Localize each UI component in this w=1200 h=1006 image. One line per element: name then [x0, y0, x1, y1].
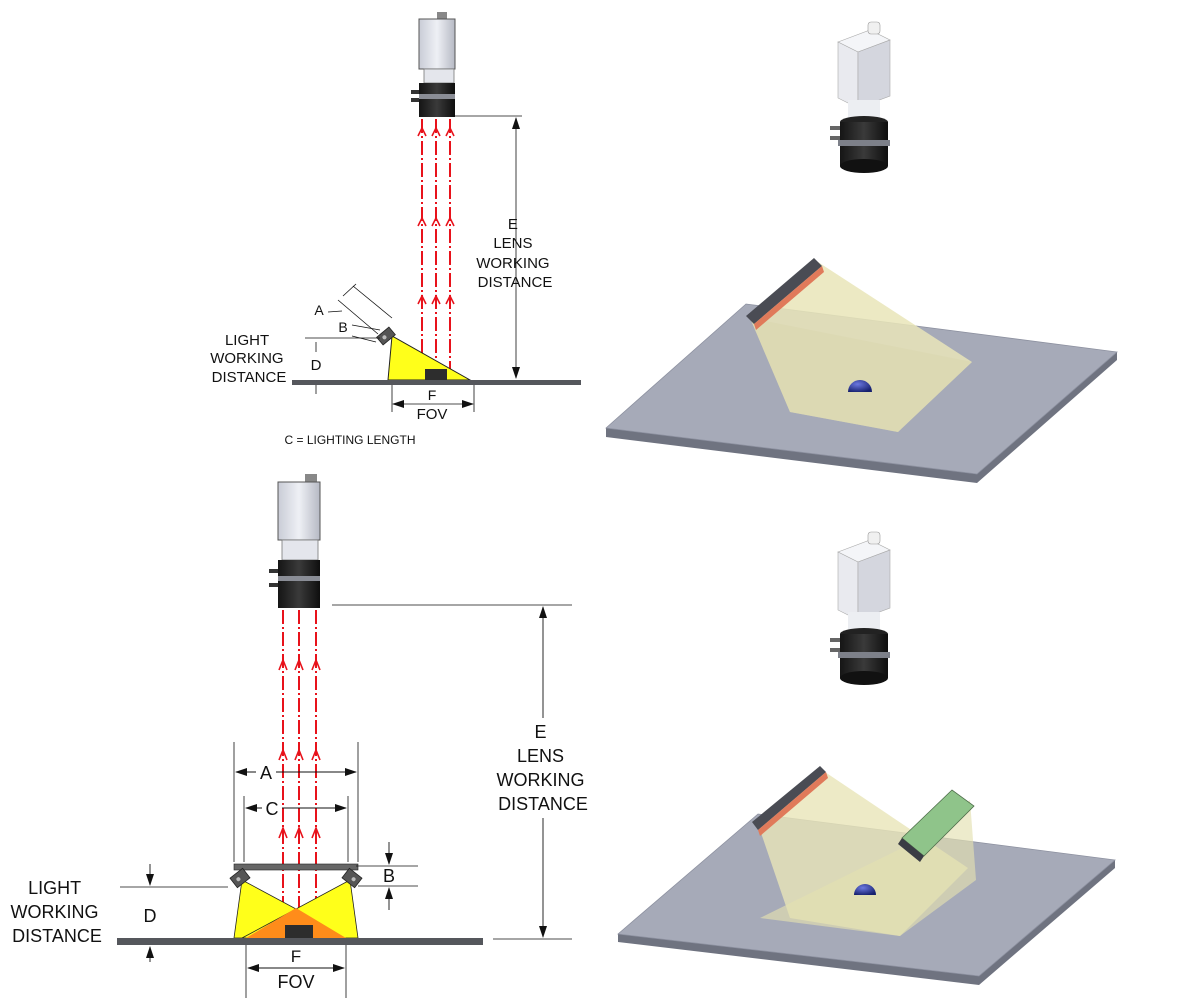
- light-overlap: [246, 908, 346, 938]
- a-label: A: [260, 763, 272, 783]
- floor: [117, 938, 483, 945]
- camera-isometric-icon: [830, 531, 891, 685]
- bar-light-icon: [746, 258, 824, 330]
- bar-light-icon: [229, 867, 251, 889]
- e-label: E LENS WORKING DISTANCE: [476, 216, 554, 291]
- bar-light-icon: [341, 867, 363, 889]
- plate-side: [606, 352, 1117, 483]
- camera-side-view-icon: [269, 474, 321, 608]
- f-label: F: [428, 387, 437, 403]
- light-cone-right: [760, 800, 976, 936]
- bottom-side-view: E LENS WORKING DISTANCE A C B D LIGHT WO…: [10, 474, 596, 998]
- lighting-length-note: C = LIGHTING LENGTH: [284, 433, 415, 447]
- d-label: D: [144, 906, 157, 926]
- fov-label: FOV: [417, 406, 448, 423]
- bar-light-icon: [376, 326, 396, 346]
- e-label: E LENS WORKING DISTANCE: [496, 722, 589, 814]
- bar-light-icon: [752, 766, 828, 836]
- top-isometric-view: [605, 21, 1118, 483]
- fov-label: FOV: [277, 972, 314, 992]
- floor: [292, 380, 581, 385]
- beam-arrowheads: [278, 657, 321, 839]
- f-label: F: [291, 947, 301, 966]
- b-label: B: [338, 319, 347, 335]
- part-dome-icon: [848, 380, 872, 392]
- camera-isometric-icon: [830, 21, 891, 173]
- light-working-distance-label: LIGHT WORKING DISTANCE: [210, 332, 288, 386]
- bottom-isometric-view: [617, 531, 1116, 985]
- top-side-view: E LENS WORKING DISTANCE A B D LIGHT WORK…: [210, 12, 581, 447]
- part-block: [285, 925, 313, 939]
- bar-light-icon: [898, 789, 975, 862]
- light-frame: [233, 863, 359, 871]
- b-label: B: [383, 866, 395, 886]
- light-working-distance-label: LIGHT WORKING DISTANCE: [10, 878, 103, 946]
- c-label: C: [266, 799, 279, 819]
- beam-arrowheads: [417, 126, 455, 305]
- camera-side-view-icon: [411, 12, 456, 117]
- reflected-light-beams: [421, 118, 451, 375]
- part-block: [425, 369, 447, 380]
- a-label: A: [314, 302, 324, 318]
- plate-side: [618, 860, 1115, 985]
- part-dome-icon: [854, 884, 876, 895]
- reflected-light-beams: [282, 610, 317, 932]
- d-label: D: [311, 357, 322, 374]
